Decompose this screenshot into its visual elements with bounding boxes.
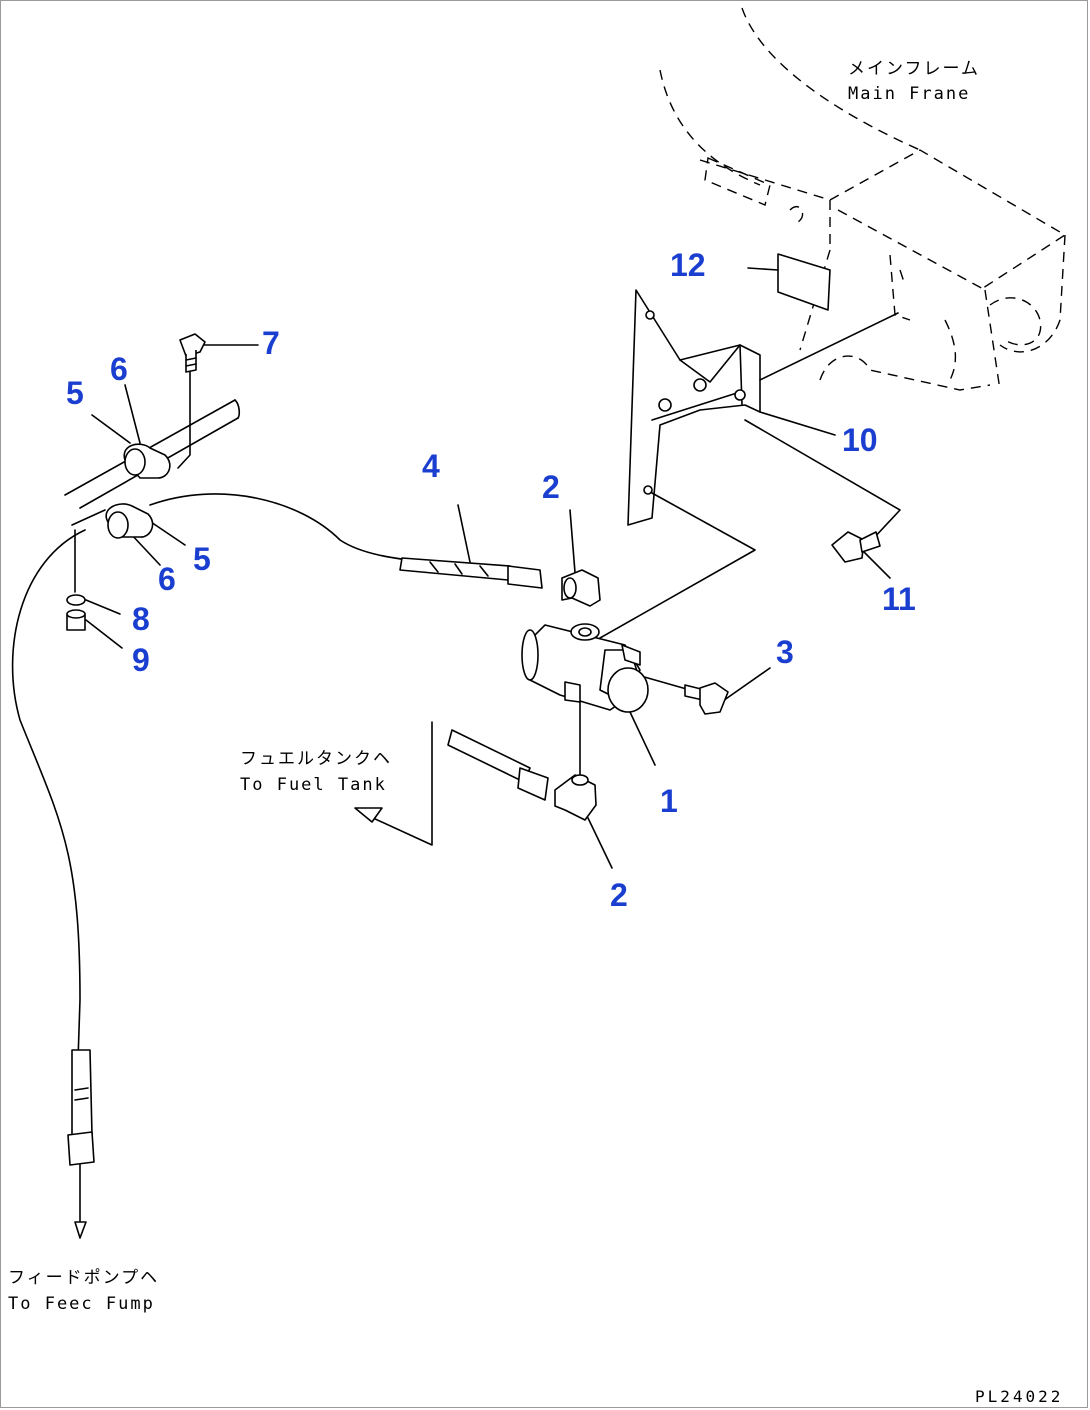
callout-6-upper: 6 [110, 351, 128, 387]
bolt-11 [831, 531, 881, 563]
fuel-tank-label-en: To Fuel Tank [240, 775, 387, 795]
callout-6-lower: 6 [158, 561, 176, 597]
callout-1: 1 [660, 783, 678, 819]
callout-5-lower: 5 [193, 541, 211, 577]
callout-4: 4 [422, 448, 440, 484]
callout-9: 9 [132, 642, 150, 678]
callout-11: 11 [882, 581, 916, 617]
callout-5-upper: 5 [66, 375, 84, 411]
elbow-upper [561, 569, 601, 607]
fuel-tank-line [354, 721, 597, 846]
callout-7: 7 [262, 325, 280, 361]
hose-4 [399, 557, 543, 589]
drawing-code: PL24022 [975, 1387, 1063, 1406]
callout-3: 3 [776, 634, 794, 670]
bracket [627, 289, 761, 526]
plate [777, 253, 831, 311]
callout-10: 10 [842, 422, 878, 458]
callout-2-lower: 2 [610, 877, 628, 913]
main-frame-label-jp: メインフレーム [848, 59, 980, 79]
fuel-tank-label-jp: フュエルタンクヘ [240, 749, 392, 769]
valve-body [521, 623, 649, 713]
washer-8 [66, 594, 86, 606]
bolt-7 [179, 333, 206, 373]
callout-2-upper: 2 [542, 469, 560, 505]
callout-numbers: 1 2 2 3 4 5 5 6 6 7 8 9 10 11 12 [66, 247, 916, 913]
main-frame-label-en: Main Frane [848, 84, 970, 104]
callout-8: 8 [132, 601, 150, 637]
bolt-3 [684, 682, 729, 715]
clamp-assembly [64, 399, 241, 539]
callout-12: 12 [670, 247, 706, 283]
feed-pump-label-jp: フィードポンプヘ [8, 1268, 159, 1288]
feed-pump-label-en: To Feec Fump [8, 1294, 155, 1314]
leader-lines [74, 267, 901, 869]
feed-pump-hose [11, 493, 481, 1239]
text-notes: メインフレーム Main Frane フュエルタンクヘ To Fuel Tank… [8, 59, 1063, 1406]
